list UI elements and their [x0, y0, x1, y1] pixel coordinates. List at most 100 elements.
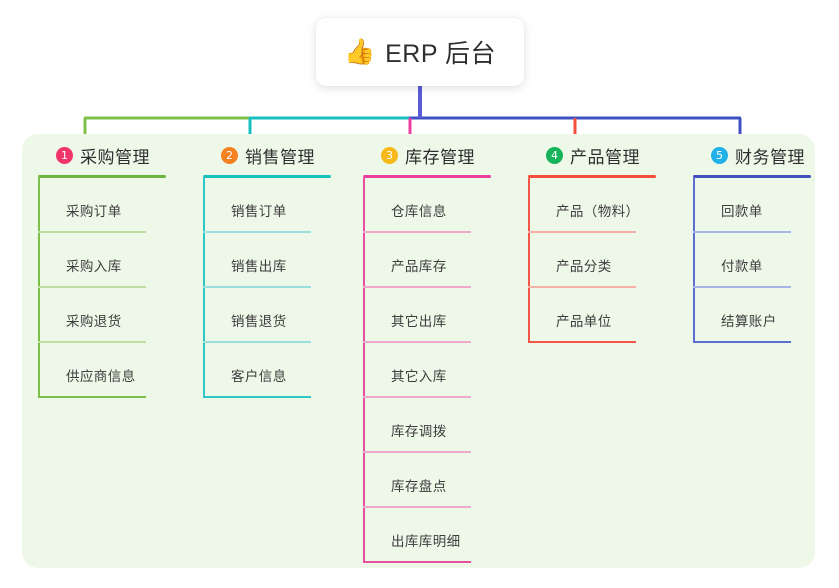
leaf-rule	[363, 341, 471, 343]
leaf-node[interactable]: 采购退货	[38, 288, 188, 343]
leaf-rule	[203, 396, 311, 398]
leaf-node[interactable]: 产品单位	[528, 288, 678, 343]
column-spine-1	[38, 178, 40, 398]
column-items-1: 采购订单采购入库采购退货供应商信息	[38, 178, 188, 398]
column-badge-1: 1	[56, 146, 73, 164]
leaf-label: 库存盘点	[391, 479, 447, 494]
leaf-rule	[363, 286, 471, 288]
column-header-3[interactable]: 3 库存管理	[363, 142, 513, 168]
leaf-label: 供应商信息	[66, 369, 136, 384]
column-rule-1	[38, 175, 166, 178]
column-5: 5 财务管理回款单付款单结算账户	[693, 142, 833, 343]
leaf-rule	[693, 341, 791, 343]
leaf-label: 产品单位	[556, 314, 612, 329]
leaf-label: 销售订单	[231, 204, 287, 219]
leaf-label: 产品分类	[556, 259, 612, 274]
column-1: 1 采购管理采购订单采购入库采购退货供应商信息	[38, 142, 188, 398]
leaf-rule	[528, 286, 636, 288]
column-spine-3	[363, 178, 365, 563]
column-rule-5	[693, 175, 811, 178]
column-header-4[interactable]: 4 产品管理	[528, 142, 678, 168]
column-badge-5: 5	[711, 146, 728, 164]
column-rule-3	[363, 175, 491, 178]
leaf-node[interactable]: 采购订单	[38, 178, 188, 233]
column-items-5: 回款单付款单结算账户	[693, 178, 833, 343]
leaf-node[interactable]: 结算账户	[693, 288, 833, 343]
leaf-rule	[363, 451, 471, 453]
leaf-node[interactable]: 回款单	[693, 178, 833, 233]
leaf-node[interactable]: 产品（物料）	[528, 178, 678, 233]
leaf-node[interactable]: 产品分类	[528, 233, 678, 288]
column-badge-4: 4	[546, 146, 563, 164]
leaf-node[interactable]: 客户信息	[203, 343, 353, 398]
leaf-node[interactable]: 供应商信息	[38, 343, 188, 398]
leaf-label: 其它出库	[391, 314, 447, 329]
leaf-rule	[203, 286, 311, 288]
thumbs-up-icon: 👍	[343, 37, 376, 66]
column-header-5[interactable]: 5 财务管理	[693, 142, 833, 168]
leaf-label: 产品库存	[391, 259, 447, 274]
leaf-rule	[693, 231, 791, 233]
leaf-label: 采购订单	[66, 204, 122, 219]
leaf-label: 回款单	[721, 204, 763, 219]
leaf-label: 产品（物料）	[556, 204, 640, 219]
leaf-label: 销售退货	[231, 314, 287, 329]
root-node-card[interactable]: 👍 ERP 后台	[316, 18, 524, 86]
leaf-rule	[363, 506, 471, 508]
leaf-rule	[38, 231, 146, 233]
column-header-1[interactable]: 1 采购管理	[38, 142, 188, 168]
leaf-rule	[363, 561, 471, 563]
leaf-node[interactable]: 销售出库	[203, 233, 353, 288]
leaf-node[interactable]: 销售订单	[203, 178, 353, 233]
leaf-rule	[528, 341, 636, 343]
leaf-rule	[203, 231, 311, 233]
leaf-node[interactable]: 销售退货	[203, 288, 353, 343]
leaf-node[interactable]: 采购入库	[38, 233, 188, 288]
diagram-panel	[22, 134, 815, 568]
leaf-label: 采购退货	[66, 314, 122, 329]
leaf-rule	[528, 231, 636, 233]
column-title-3: 库存管理	[405, 147, 475, 167]
column-spine-5	[693, 178, 695, 343]
column-rule-2	[203, 175, 331, 178]
leaf-label: 付款单	[721, 259, 763, 274]
column-items-2: 销售订单销售出库销售退货客户信息	[203, 178, 353, 398]
leaf-label: 结算账户	[721, 314, 777, 329]
leaf-label: 其它入库	[391, 369, 447, 384]
column-items-3: 仓库信息产品库存其它出库其它入库库存调拨库存盘点出库库明细	[363, 178, 513, 563]
leaf-rule	[693, 286, 791, 288]
column-header-2[interactable]: 2 销售管理	[203, 142, 353, 168]
leaf-label: 库存调拨	[391, 424, 447, 439]
column-title-2: 销售管理	[245, 147, 315, 167]
leaf-rule	[363, 231, 471, 233]
leaf-label: 销售出库	[231, 259, 287, 274]
leaf-rule	[363, 396, 471, 398]
leaf-label: 仓库信息	[391, 204, 447, 219]
leaf-rule	[38, 341, 146, 343]
column-badge-3: 3	[381, 146, 398, 164]
column-title-1: 采购管理	[80, 147, 150, 167]
column-items-4: 产品（物料） 产品分类产品单位	[528, 178, 678, 343]
column-3: 3 库存管理仓库信息产品库存其它出库其它入库库存调拨库存盘点出库库明细	[363, 142, 513, 563]
column-title-5: 财务管理	[735, 147, 805, 167]
column-4: 4 产品管理产品（物料） 产品分类产品单位	[528, 142, 678, 343]
column-title-4: 产品管理	[570, 147, 640, 167]
leaf-node[interactable]: 仓库信息	[363, 178, 513, 233]
root-node-title: ERP 后台	[385, 40, 497, 68]
column-2: 2 销售管理销售订单销售出库销售退货客户信息	[203, 142, 353, 398]
leaf-rule	[38, 286, 146, 288]
leaf-label: 出库库明细	[391, 534, 461, 549]
leaf-label: 客户信息	[231, 369, 287, 384]
column-rule-4	[528, 175, 656, 178]
leaf-node[interactable]: 出库库明细	[363, 508, 513, 563]
column-badge-2: 2	[221, 146, 238, 164]
leaf-node[interactable]: 其它入库	[363, 343, 513, 398]
leaf-node[interactable]: 库存盘点	[363, 453, 513, 508]
leaf-label: 采购入库	[66, 259, 122, 274]
leaf-node[interactable]: 产品库存	[363, 233, 513, 288]
leaf-node[interactable]: 库存调拨	[363, 398, 513, 453]
leaf-node[interactable]: 其它出库	[363, 288, 513, 343]
column-spine-4	[528, 178, 530, 343]
column-spine-2	[203, 178, 205, 398]
leaf-node[interactable]: 付款单	[693, 233, 833, 288]
